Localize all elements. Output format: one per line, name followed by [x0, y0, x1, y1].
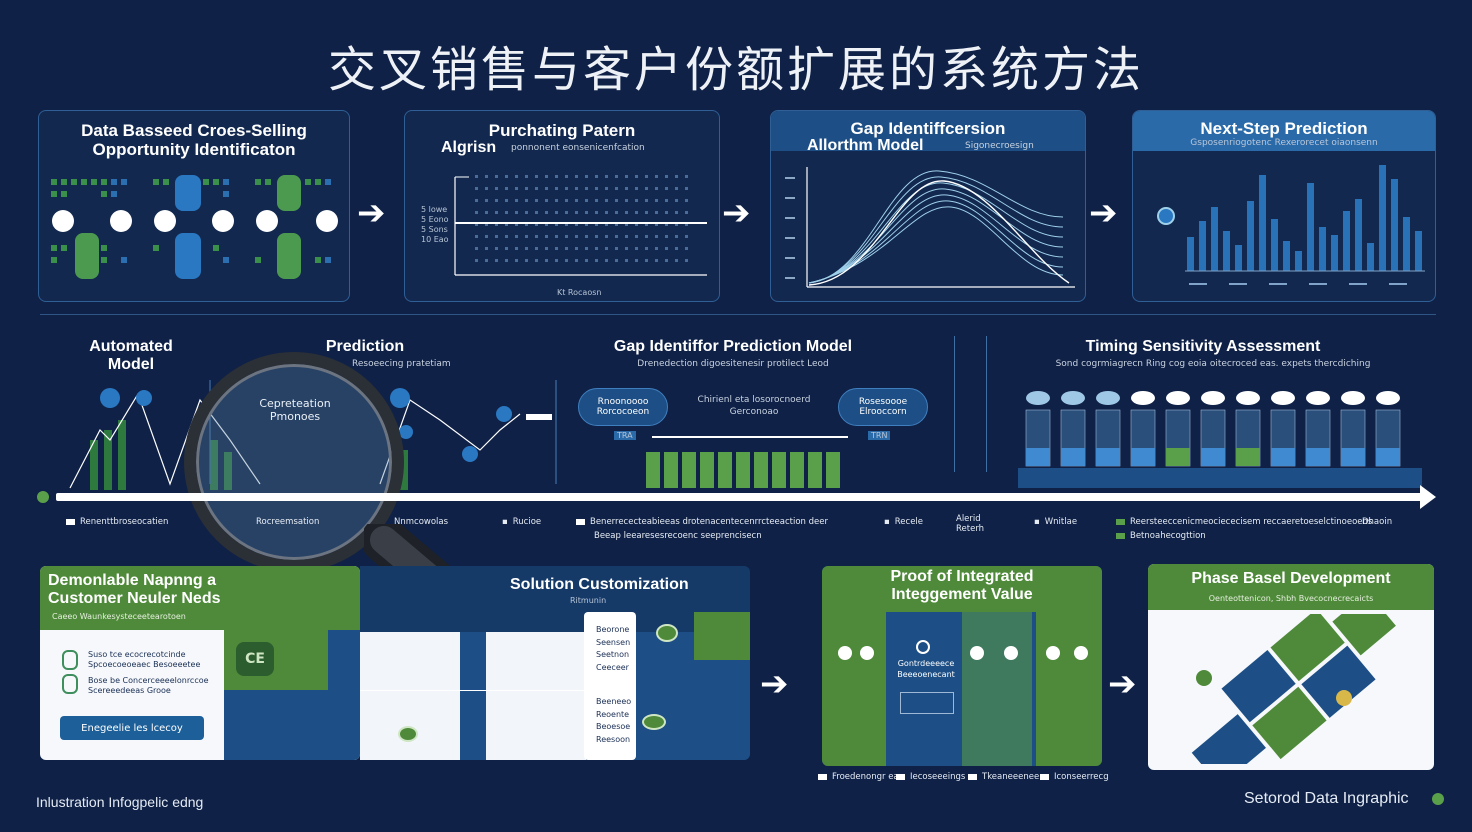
server-cluster-graphic	[51, 175, 338, 279]
arrow-right-icon: ➔	[357, 193, 386, 233]
arrow-right-icon: ➔	[722, 193, 751, 233]
node-icon	[398, 726, 418, 742]
panel-demonstrable: Demonlable Napnng a Customer Neuler Neds…	[40, 566, 360, 760]
solution-sub: Ritmunin	[570, 596, 607, 605]
panel-cross-selling-title: Data Basseed Croes-Selling Opportunity I…	[81, 121, 307, 159]
panel-next-step-title: Next-Step Prediction	[1200, 119, 1368, 138]
gap-center-text: Chirienl eta losorocnoerd Gerconoao	[697, 395, 811, 417]
gap-curve-chart	[785, 167, 1075, 288]
pill-left: Rnoonoooo Rorcocoeon	[578, 388, 668, 426]
prediction-sub: Resoeecing pratetiam	[352, 359, 451, 369]
demonstrable-item: Suso tce ecocrecotcinde Spcoecoeoeaec Be…	[88, 650, 201, 669]
node-icon	[642, 714, 666, 730]
timeline-legend-item: Benerrececteabieeas drotenacentecenrrcte…	[576, 517, 828, 527]
panel-phase-development: Phase Basel Development Oenteottenicon, …	[1148, 564, 1434, 770]
proof-legend-item: Tkeaneeenee	[968, 772, 1039, 782]
timeline-legend-item: Nnmcowolas	[394, 517, 449, 527]
purchasing-label: 5 Sons	[421, 225, 448, 234]
timeline-legend-item: Reersteeccenicmeociececisem reccaeretoes…	[1116, 517, 1372, 527]
panel-purchasing-title: Purchating Patern	[488, 121, 636, 140]
panel-solution-customization: Solution Customization Ritmunin Beorone …	[360, 566, 750, 760]
timing-title: Timing Sensitivity Assessment	[1085, 338, 1321, 355]
checkbox-icon[interactable]	[62, 674, 78, 694]
gap-prediction-title: Gap Identiffor Prediction Model	[613, 338, 853, 355]
purchasing-grid-chart	[454, 175, 707, 276]
panel-purchasing-title-2: Algrisn	[441, 139, 497, 156]
tag-right: TRN	[868, 431, 891, 440]
proof-title: Proof of Integrated Integgement Value	[890, 568, 1034, 603]
timeline-bar	[56, 493, 1426, 501]
panel-next-step-sub: Gsposenriogotenc Rexerorecet oiaonsenn	[1190, 138, 1378, 148]
magnifier-text: Cepreteation Pmonoes	[259, 397, 331, 423]
proof-legend-item: Iecoseeeings	[896, 772, 965, 782]
arrow-right-icon: ➔	[1089, 193, 1118, 233]
page-title: 交叉销售与客户份额扩展的系统方法	[327, 42, 1144, 98]
solution-title: Solution Customization	[510, 576, 689, 593]
tag-left: TRA	[614, 431, 636, 440]
solution-list-item: Reesoon	[596, 734, 631, 744]
proof-legend-item: Iconseerrecg	[1040, 772, 1109, 782]
proof-center-text: Gontrdeeeece Beeeoenecant	[897, 659, 955, 679]
phase-diamond-graphic	[1191, 614, 1396, 764]
arrow-right-icon: ➔	[760, 664, 789, 704]
timeline-legend-item: ▪Wnitlae	[1034, 517, 1078, 527]
solution-list-item: Beeneeo	[596, 697, 632, 706]
demonstrable-sub: Caeeo Waunkesysteceetearotoen	[52, 612, 186, 621]
footer-right: Setorod Data Ingraphic	[1244, 790, 1409, 807]
gear-icon	[656, 624, 678, 642]
panel-purchasing-pattern: Purchating Patern Algrisn ponnonent eons…	[404, 110, 720, 302]
panel-purchasing-sub: ponnonent eonsenicenfcation	[511, 143, 645, 153]
panel-gap-identification: Gap Identiffcersion Allorthm Model Sigon…	[770, 110, 1086, 302]
solution-list-item: Reoente	[596, 709, 630, 719]
timeline-legend-item: ▪Rucioe	[502, 517, 542, 527]
panel-gap-title-2: Allorthm Model	[807, 137, 924, 154]
footer-logo-icon	[1432, 793, 1444, 805]
next-step-bar-chart	[1185, 165, 1425, 285]
phase-title: Phase Basel Development	[1191, 570, 1391, 587]
solution-list-item: Beorone	[596, 625, 630, 634]
panel-next-step: Next-Step Prediction Gsposenriogotenc Re…	[1132, 110, 1436, 302]
gap-green-bars	[646, 452, 840, 488]
proof-legend-item: Froedenongr ea	[818, 772, 899, 782]
demonstrable-item: Bose be Concerceeeelonrccoe Scereeedeeas…	[88, 676, 209, 695]
timeline-legend-item: ▪Recele	[884, 517, 924, 527]
purchasing-label: 5 lowe	[421, 205, 448, 214]
arrow-right-icon: ➔	[1108, 664, 1137, 704]
solution-list-item: Seensen	[596, 637, 631, 647]
checkbox-icon[interactable]	[62, 650, 78, 670]
phase-sub: Oenteottenicon, Shbh Bvecocnecrecaicts	[1208, 594, 1374, 603]
timeline-arrow-icon	[1420, 485, 1436, 509]
ce-icon: CE	[236, 642, 274, 676]
panel-proof: Proof of Integrated Integgement Value Go…	[822, 566, 1102, 766]
purchasing-label: 10 Eao	[421, 235, 449, 244]
gap-prediction-sub: Drenedection digoesitenesir protilect Le…	[637, 359, 829, 369]
panel-cross-selling: Data Basseed Croes-Selling Opportunity I…	[38, 110, 350, 302]
solution-list-item: Beoesoe	[596, 722, 631, 731]
timeline-start-icon	[35, 489, 51, 505]
timeline-legend-item: Alerid Reterh	[956, 514, 985, 534]
purchasing-note: Kt Rocaosn	[557, 288, 602, 297]
automated-network-graphic	[69, 380, 557, 490]
solution-list-item: Seetnon	[596, 650, 630, 659]
timing-sub: Sond cogrmiagrecn Ring cog eoia oitecroc…	[1055, 359, 1371, 369]
timing-column-graphic	[1018, 391, 1422, 488]
timeline-legend-item: Dhaoin	[1362, 517, 1393, 527]
automated-model-title: Automated Model	[89, 338, 173, 373]
target-icon	[916, 640, 930, 654]
demonstrable-title: Demonlable Napnng a Customer Neuler Neds	[48, 572, 221, 607]
demonstrable-button[interactable]: Enegeelie les lcecoy	[60, 716, 204, 740]
pill-right: Rosesoooe Elrooccorn	[838, 388, 928, 426]
panel-gap-title: Gap Identiffcersion	[850, 119, 1006, 138]
timeline-legend-item: Beeap leearesesrecoenc seeprencisecn	[594, 531, 762, 541]
timeline-legend-item: Betnoahecogttion	[1116, 531, 1206, 541]
marker-icon	[1157, 207, 1175, 225]
footer-left: Inlustration Infogpelic edng	[36, 794, 204, 810]
purchasing-label: 5 Eono	[421, 215, 449, 224]
solution-list-item: Ceeceer	[596, 662, 629, 672]
panel-gap-sub: Sigonecroesign	[965, 141, 1034, 151]
timeline-legend-item: Renenttbroseocatien	[66, 517, 168, 527]
timeline-legend-item: Rocreemsation	[256, 517, 320, 527]
prediction-title: Prediction	[325, 338, 405, 355]
